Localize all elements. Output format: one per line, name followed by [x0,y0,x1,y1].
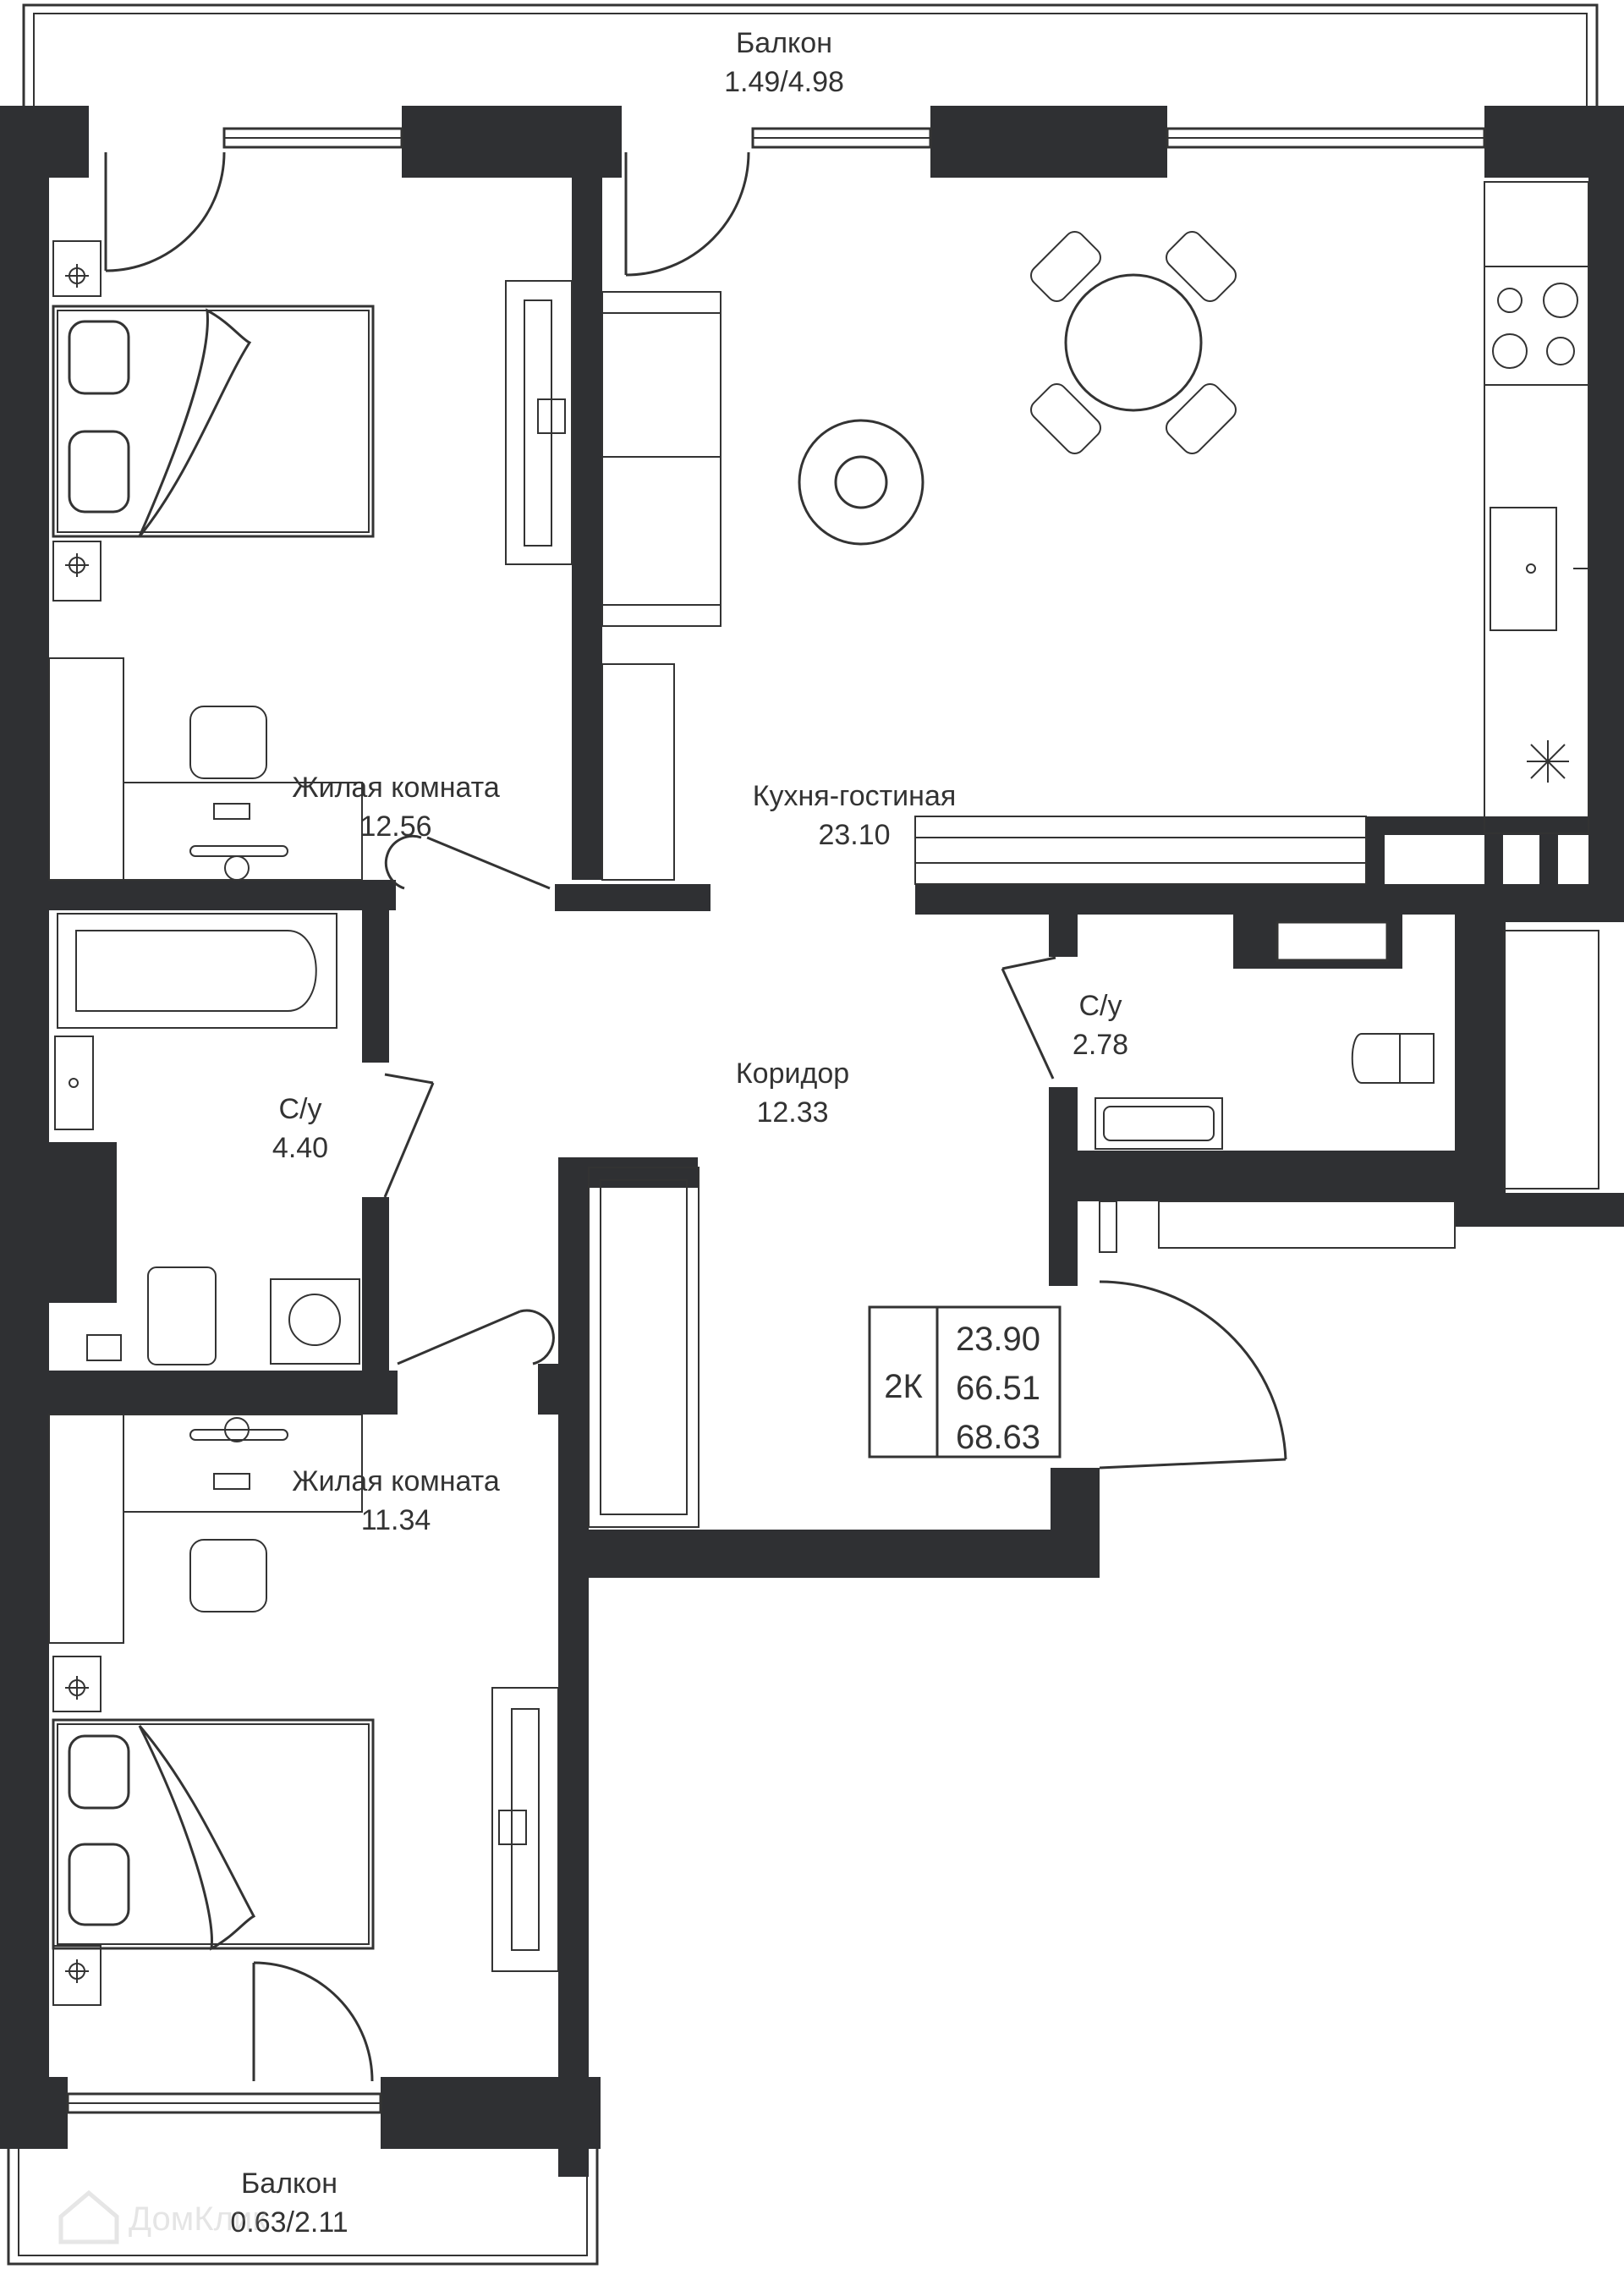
bath-2-name: С/у [1079,990,1122,1022]
bath-1-area: 4.40 [272,1132,328,1164]
corridor-area: 12.33 [756,1096,828,1129]
area-summary: 2К 23.90 66.51 68.63 [868,1305,1062,1459]
walls [0,106,1624,2177]
room-labels: Балкон 1.49/4.98 Жилая комната 12.56 Кух… [230,27,1128,2239]
bedroom-1-furniture [48,240,573,881]
summary-total-with-balcony: 68.63 [956,1419,1040,1456]
balcony-bottom-name: Балкон [241,2167,337,2200]
bedroom-2-furniture [48,1414,559,2006]
bath-2-fixtures [1095,915,1599,1189]
balcony-top-area: 1.49/4.98 [724,66,844,98]
windows [66,127,1486,2114]
watermark-text: ДомКлик [129,2200,267,2238]
balcony-bottom-area: 0.63/2.11 [230,2206,348,2239]
bedroom-1-area: 12.56 [359,810,431,843]
balcony-bottom [7,2149,599,2266]
bath-2-area: 2.78 [1073,1029,1128,1061]
bedroom-2-name: Жилая комната [292,1465,500,1497]
corridor-name: Коридор [736,1058,849,1090]
bath-1-name: С/у [279,1093,322,1125]
watermark: ДомКлик [58,2189,267,2244]
bedroom-2-area: 11.34 [361,1504,431,1536]
bedroom-1-name: Жилая комната [292,772,500,804]
summary-type: 2К [884,1368,923,1405]
corridor-furniture [588,1167,1456,1528]
balcony-top [22,3,1599,106]
kitchen-living-area: 23.10 [818,819,890,851]
kitchen-living-furniture [601,181,1589,885]
balcony-top-name: Балкон [736,27,832,59]
doors [104,151,1287,2082]
kitchen-living-name: Кухня-гостиная [753,780,957,812]
house-icon [58,2189,119,2244]
summary-total-area: 66.51 [956,1370,1040,1407]
bath-1-fixtures [54,913,360,1365]
summary-living-area: 23.90 [956,1321,1040,1358]
